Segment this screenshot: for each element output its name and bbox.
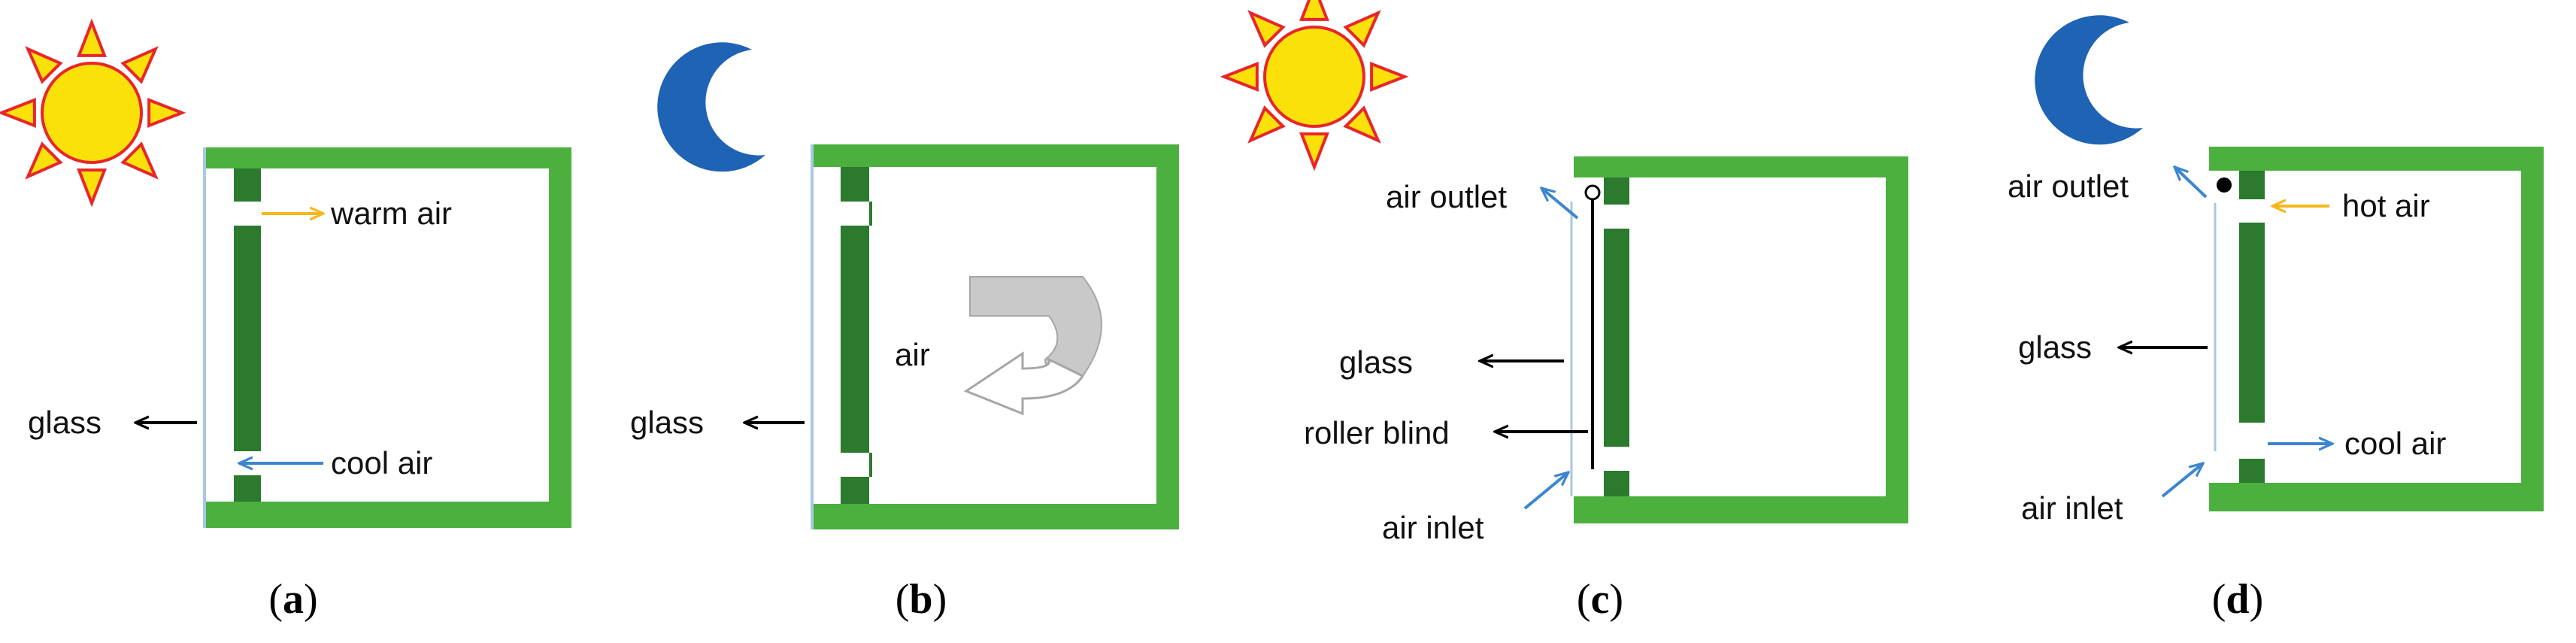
caption-d: (d)	[2212, 576, 2263, 623]
closed-vents	[869, 202, 872, 477]
sun-ray	[1247, 105, 1286, 144]
caption-a: (a)	[268, 576, 317, 623]
cool-air-label: cool air	[2344, 426, 2446, 461]
roller-blind-label: roller blind	[1304, 415, 1450, 450]
cool-air-label: cool air	[331, 445, 432, 481]
warm-air-label: warm air	[330, 196, 452, 231]
air-label: air	[895, 337, 930, 372]
building-frame	[811, 144, 1179, 529]
sun-ray	[1299, 132, 1329, 171]
sun-ray	[1299, 0, 1329, 21]
air-outlet-label: air outlet	[2008, 168, 2129, 204]
sun-ray	[0, 98, 36, 128]
building-frame	[203, 147, 571, 528]
thermal-wall	[1604, 177, 1629, 496]
moon-icon	[2035, 15, 2143, 145]
panel-b: air glass (b)	[630, 42, 1179, 623]
glass-pane	[811, 144, 814, 529]
sun-ray	[120, 141, 159, 180]
thermal-wall	[841, 167, 869, 504]
glass-label: glass	[28, 405, 102, 440]
glass-label: glass	[630, 405, 704, 440]
sun-ray	[77, 168, 107, 208]
roller-blind-roll	[1584, 184, 1601, 201]
panel-a: warm air cool air glass (a)	[0, 18, 571, 623]
moon-icon	[657, 42, 765, 172]
sun-ray	[147, 98, 186, 128]
air-inlet-label: air inlet	[1382, 510, 1484, 545]
sun-icon	[0, 18, 186, 208]
sun-ray	[25, 141, 63, 180]
building-frame	[2209, 147, 2544, 511]
sun-ray	[1343, 10, 1381, 48]
sun-icon	[1220, 0, 1409, 171]
sun-ray	[1370, 62, 1409, 92]
sun-ray	[120, 46, 159, 84]
air-outlet-arrow	[1541, 188, 1579, 220]
caption-b: (b)	[896, 576, 947, 623]
glass-label: glass	[2018, 329, 2092, 365]
glass-label: glass	[1339, 344, 1413, 380]
air-circulation-arrow	[963, 276, 1102, 416]
sun-ray	[25, 46, 63, 84]
panel-d: air outlet hot air glass cool air air in…	[2008, 15, 2544, 623]
glass-pane	[203, 147, 206, 528]
hot-air-label: hot air	[2342, 188, 2430, 223]
panel-c: air outlet glass roller blind air inlet …	[1220, 0, 1908, 623]
air-outlet-label: air outlet	[1386, 179, 1507, 214]
sun-ray	[1247, 10, 1286, 48]
damper	[2217, 177, 2232, 193]
sun-ray	[1220, 62, 1259, 92]
sun-ray	[1343, 105, 1381, 144]
building-frame	[1574, 156, 1908, 523]
thermal-wall	[2239, 171, 2265, 483]
air-inlet-arrow	[1523, 472, 1568, 510]
air-outlet-arrow	[2174, 167, 2208, 199]
sun-ray	[77, 18, 107, 57]
caption-c: (c)	[1577, 576, 1623, 623]
air-inlet-label: air inlet	[2021, 490, 2123, 526]
air-inlet-arrow	[2161, 463, 2203, 498]
thermal-wall	[234, 168, 261, 502]
